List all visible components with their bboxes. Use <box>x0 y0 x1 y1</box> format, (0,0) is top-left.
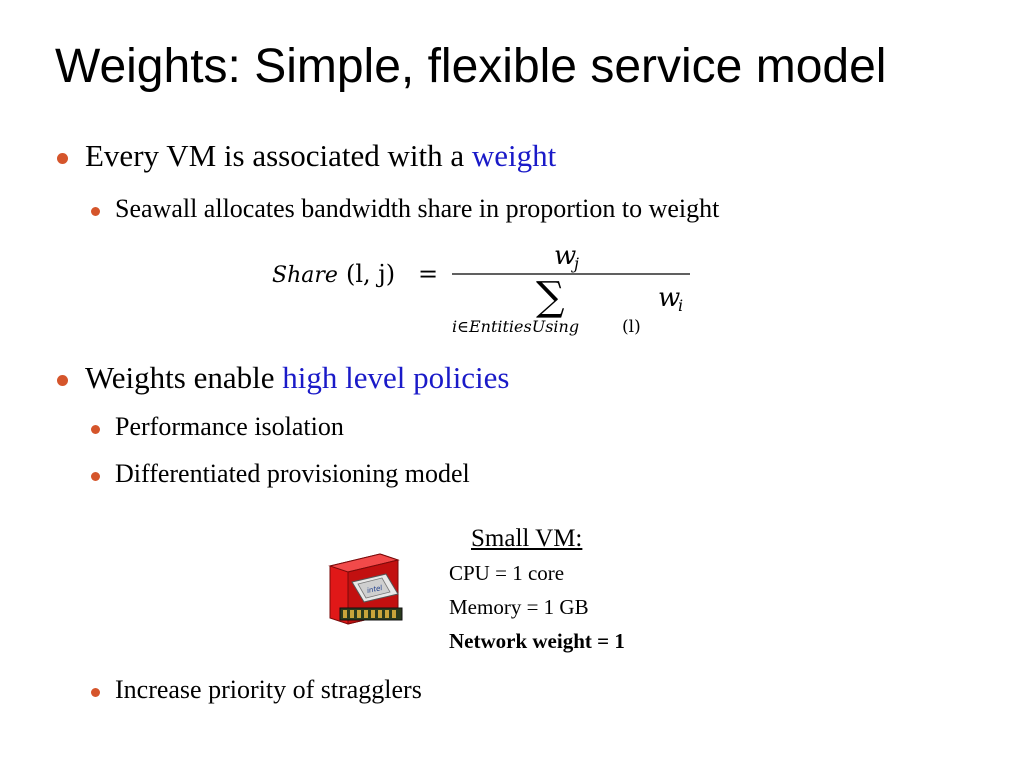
bullet-text: Seawall allocates bandwidth share in pro… <box>115 194 720 223</box>
bullet-dot <box>91 425 100 434</box>
sub-bullet-seawall: Seawall allocates bandwidth share in pro… <box>91 194 720 224</box>
formula-numerator: w <box>554 241 576 271</box>
bullet-dot <box>57 375 68 386</box>
bullet-text: Performance isolation <box>115 412 344 441</box>
formula-numerator-sub: j <box>571 254 579 273</box>
chip-logo-text: intel <box>366 584 383 595</box>
formula-equals: = <box>418 260 438 288</box>
sub-bullet-stragglers: Increase priority of stragglers <box>91 675 422 705</box>
formula-lhs-args: (l, j) <box>346 260 395 288</box>
share-formula: Share (l, j) = w j ∑ w i i∈EntitiesUsing… <box>270 236 710 346</box>
vm-spec-memory: Memory = 1 GB <box>449 595 589 619</box>
bullet-text: Increase priority of stragglers <box>115 675 422 704</box>
sum-index-arg: (l) <box>622 317 641 337</box>
sub-bullet-provisioning: Differentiated provisioning model <box>91 459 470 489</box>
bullet-dot <box>91 472 100 481</box>
server-chip-svg: intel <box>328 553 403 625</box>
sum-symbol: ∑ <box>536 274 565 320</box>
bullet-dot <box>57 153 68 164</box>
formula-denominator: w <box>658 283 680 313</box>
sub-bullet-isolation: Performance isolation <box>91 412 344 442</box>
vm-spec-cpu: CPU = 1 core <box>449 561 565 585</box>
bullet-dot <box>91 688 100 697</box>
bullet-text: Every VM is associated with a <box>85 138 472 173</box>
formula-denominator-sub: i <box>678 296 683 315</box>
formula-svg: Share (l, j) = w j ∑ w i i∈EntitiesUsing… <box>272 241 690 337</box>
bullet-text: Weights enable <box>85 360 283 395</box>
sum-index: i∈EntitiesUsing <box>452 317 579 336</box>
slide-title: Weights: Simple, flexible service model <box>55 40 887 93</box>
formula-lhs: Share <box>272 263 338 288</box>
vm-spec-card: Small VM: CPU = 1 core Memory = 1 GB Net… <box>449 522 625 658</box>
bullet-weight: Every VM is associated with a weight <box>57 138 557 174</box>
bullet-text: Differentiated provisioning model <box>115 459 470 488</box>
bullet-policies: Weights enable high level policies <box>57 360 510 396</box>
bullet-dot <box>91 207 100 216</box>
vm-server-icon: intel <box>322 552 407 627</box>
vm-spec-network-weight: Network weight = 1 <box>449 629 625 653</box>
highlight-policies: high level policies <box>282 360 510 395</box>
highlight-weight: weight <box>471 138 557 173</box>
vm-spec-heading: Small VM: <box>471 525 583 552</box>
